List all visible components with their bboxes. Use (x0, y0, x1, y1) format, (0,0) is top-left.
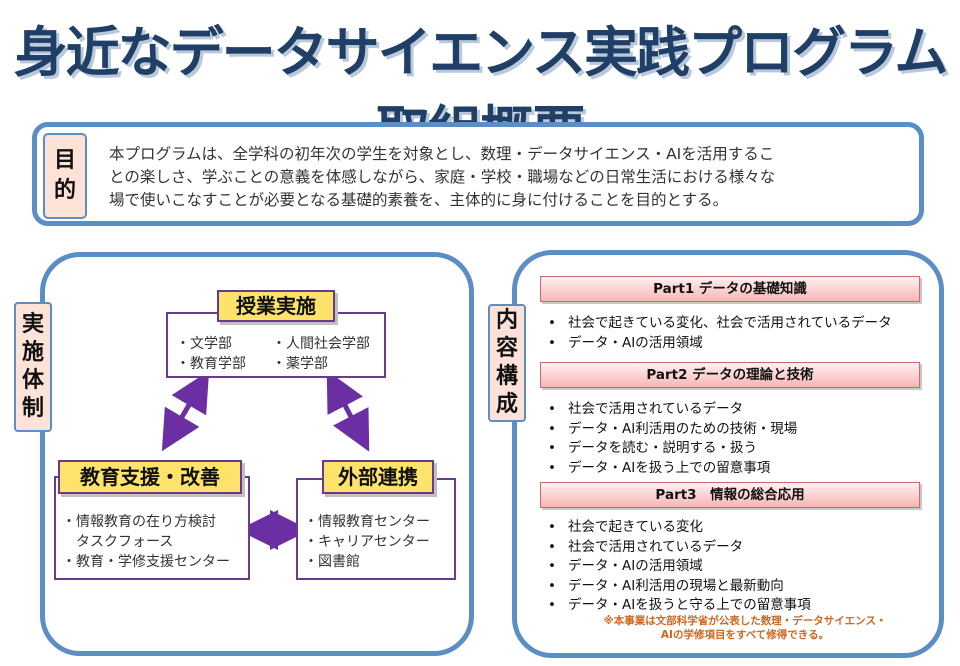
part3-item: 社会で活用されているデータ (548, 538, 811, 558)
external-items: ・情報教育センター ・キャリアセンター ・図書館 (304, 512, 430, 572)
support-item: タスクフォース (62, 534, 174, 550)
purpose-tag-char: 的 (53, 178, 76, 203)
part3-list: 社会で起きている変化 社会で活用されているデータ データ・AIの活用領域 データ… (548, 518, 811, 616)
content-tag-char: 成 (495, 392, 518, 417)
footnote-line: ※本事業は文部科学省が公表した数理・データサイエンス・ (603, 615, 887, 627)
support-item: ・情報教育の在り方検討 (62, 514, 216, 530)
purpose-box: 目 的 本プログラムは、全学科の初年次の学生を対象とし、数理・データサイエンス・… (32, 122, 924, 226)
classes-col1: ・文学部 ・教育学部 (176, 334, 246, 374)
part1-item: 社会で起きている変化、社会で活用されているデータ (548, 314, 892, 334)
classes-item: ・文学部 (176, 336, 232, 352)
classes-col2: ・人間社会学部 ・薬学部 (272, 334, 370, 374)
classes-item: ・薬学部 (272, 356, 328, 372)
content-tag-char: 構 (495, 364, 518, 389)
external-item: ・図書館 (304, 554, 360, 570)
external-label: 外部連携 (322, 460, 434, 494)
footnote: ※本事業は文部科学省が公表した数理・データサイエンス・ AIの学修項目をすべて修… (560, 614, 930, 642)
part1-header: Part1 データの基礎知識 (540, 276, 920, 302)
structure-tag-char: 制 (21, 396, 44, 421)
content-tag-char: 内 (495, 308, 518, 333)
structure-tag-char: 体 (21, 368, 44, 393)
part3-header: Part3 情報の総合応用 (540, 482, 920, 508)
purpose-line: との楽しさ、学ぶことの意義を体感しながら、家庭・学校・職場などの日常生活における… (109, 168, 776, 186)
purpose-text: 本プログラムは、全学科の初年次の学生を対象とし、数理・データサイエンス・AIを活… (109, 143, 909, 212)
arrow-classes-support (161, 370, 210, 452)
part2-header: Part2 データの理論と技術 (540, 362, 920, 388)
part3-item: データ・AIを扱うと守る上での留意事項 (548, 596, 811, 616)
footnote-line: AIの学修項目をすべて修得できる。 (660, 629, 830, 641)
purpose-tag: 目 的 (43, 133, 87, 219)
classes-item: ・人間社会学部 (272, 336, 370, 352)
part2-item: 社会で活用されているデータ (548, 400, 797, 420)
part3-item: データ・AIの活用領域 (548, 557, 811, 577)
part2-item: データ・AI利活用のための技術・現場 (548, 420, 797, 440)
part2-item: データを読む・説明する・扱う (548, 439, 797, 459)
structure-tag: 実 施 体 制 (14, 302, 52, 432)
purpose-line: 本プログラムは、全学科の初年次の学生を対象とし、数理・データサイエンス・AIを活… (109, 145, 775, 163)
arrow-classes-external (326, 370, 370, 452)
part1-item: データ・AIの活用領域 (548, 334, 892, 354)
external-item: ・キャリアセンター (304, 534, 430, 550)
part3-item: データ・AI利活用の現場と最新動向 (548, 577, 811, 597)
part2-item: データ・AIを扱う上での留意事項 (548, 459, 797, 479)
support-items: ・情報教育の在り方検討 タスクフォース ・教育・学修支援センター (62, 512, 230, 572)
classes-label: 授業実施 (217, 290, 335, 322)
structure-tag-char: 実 (21, 312, 44, 337)
purpose-tag-char: 目 (53, 148, 76, 173)
external-item: ・情報教育センター (304, 514, 430, 530)
support-item: ・教育・学修支援センター (62, 554, 230, 570)
purpose-line: 場で使いこなすことが必要となる基礎的素養を、主体的に身に付けることを目的とする。 (109, 191, 729, 209)
part3-item: 社会で起きている変化 (548, 518, 811, 538)
content-tag: 内 容 構 成 (488, 304, 526, 422)
content-tag-char: 容 (495, 336, 518, 361)
part1-list: 社会で起きている変化、社会で活用されているデータ データ・AIの活用領域 (548, 314, 892, 353)
support-label: 教育支援・改善 (58, 460, 242, 494)
structure-tag-char: 施 (21, 340, 44, 365)
external-box (296, 478, 456, 580)
part2-list: 社会で活用されているデータ データ・AI利活用のための技術・現場 データを読む・… (548, 400, 797, 478)
classes-item: ・教育学部 (176, 356, 246, 372)
